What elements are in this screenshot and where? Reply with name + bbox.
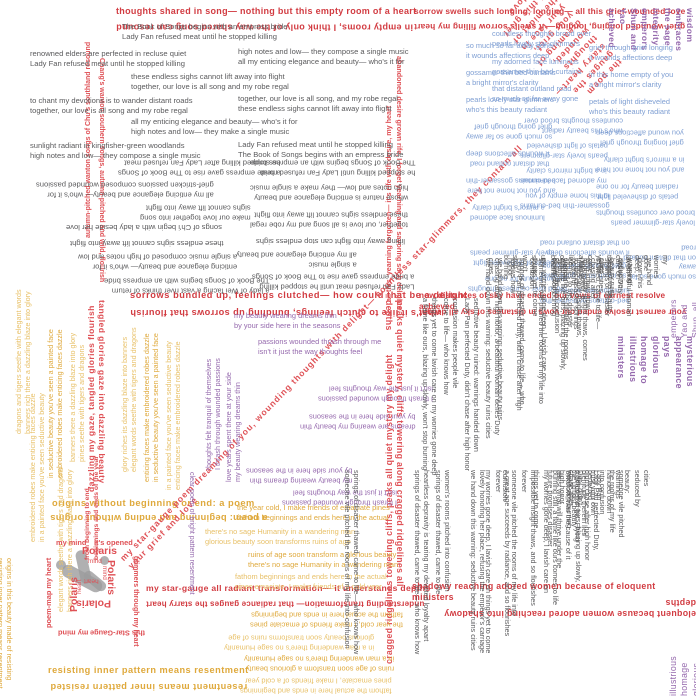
text-block: mysterious appearance pays glorious homa… — [616, 336, 695, 389]
text-block: mind — [88, 558, 102, 565]
text-block: seductive beauty ruined: warnings handed… — [462, 298, 481, 472]
axis-resentment: resisting inner pattern means resentment — [48, 665, 249, 675]
glyph-stroke — [56, 560, 66, 570]
text-block: petals of disheveled light radiant beaut… — [596, 182, 679, 202]
text-block: the year cold, I make friends of emaciat… — [250, 610, 403, 630]
axis-bottom-right: shadowy reaching adored women because of… — [412, 581, 656, 603]
text-block: so much so far away gone it wounds affec… — [466, 41, 553, 60]
text-block: my adorned face luminous gossamer-thin b… — [492, 57, 582, 76]
text-block: glory riches its dazzling blaze into ban… — [120, 327, 139, 472]
star-gauge-label: this Star-Gauge — [90, 628, 146, 638]
text-block: together, our love is all song and my ro… — [250, 210, 408, 230]
text-block: together, our love is all song, and my r… — [238, 94, 398, 113]
text-block: autumn-pitched wanton songs of Chu's sou… — [85, 41, 92, 238]
text-block: peaks quiet mystery, cliffs towering alo… — [383, 300, 405, 587]
text-block: these endless sighs cannot lift away int… — [131, 72, 289, 91]
polaris-opened-label: it's opened — [94, 538, 133, 547]
axis-top-left: thoughts shared in song— nothing but thi… — [116, 6, 417, 16]
text-block: confusion makes people vile come to life… — [441, 298, 460, 395]
text-block: Chang's wanton southern songs, autumn-pi… — [98, 58, 105, 283]
text-block: renowned elders are perfected in recluse… — [30, 49, 187, 68]
text-block: whose nature is enticing elegance and be… — [250, 183, 409, 203]
axis-bottom-mid-reverse: understanding transformation— that radia… — [146, 599, 425, 609]
text-block: women's rooms pitched into confusion spr… — [433, 470, 452, 595]
polaris-mind-label: my mind — [58, 628, 89, 638]
text-block: embroidered robes make enticing faces da… — [28, 393, 47, 542]
text-block: things yet to come lavish care on my wor… — [420, 298, 439, 476]
text-block: heartless depravity is tearing my devote… — [412, 470, 431, 655]
text-block: and you not home not here in a mirror's … — [596, 155, 685, 175]
text-block: my beauty wearing dreams thin by your si… — [246, 466, 353, 486]
text-block: make our love together into song sighs c… — [140, 203, 251, 223]
text-block: and you not home not here bed-curtains g… — [466, 176, 556, 196]
text-block: pearls lovely star-glimmers who's this b… — [466, 95, 554, 114]
text-block: gossamer-thin bed-curtains a bright mirr… — [466, 68, 556, 87]
text-block: grief longing through grief you wound af… — [596, 128, 684, 148]
poem-map-label: poem-map my heart — [44, 557, 53, 628]
axis-bottom-left: origins without beginning or end: a poem — [52, 498, 255, 508]
glyph-stroke — [100, 556, 109, 565]
text-block: my worries gone deep, I lavish care on t… — [501, 255, 670, 279]
axis-mid-right: now distances of sky have ended our vows… — [419, 291, 666, 311]
text-block: my beauty wearing dreams thin by your si… — [234, 311, 341, 330]
text-block: Lady Fan refused meat until he stopped k… — [238, 140, 404, 159]
text-block: origins in this beauty made of resisting… — [0, 558, 14, 689]
text-block: banners there a dazzling blaze into glor… — [68, 332, 87, 462]
text-block: love years spent there at your side my b… — [224, 372, 243, 482]
text-block: I thrash through wounded passions isn't … — [318, 384, 434, 404]
text-block: heart — [84, 577, 99, 585]
text-block: emperors Yao and Shun, all sage Integrit… — [668, 299, 696, 338]
text-block: countless thoughts brood over pearls lov… — [492, 29, 592, 48]
text-block: cities seduced by beauty: warnings hande… — [557, 470, 651, 514]
axis-resentment-reverse: resentment means inner pattern resisted — [50, 681, 248, 692]
text-block: springs of disaster thawed, came to life… — [342, 470, 361, 655]
axis-top-right: sorrow swells such longing, longing— all… — [414, 6, 686, 16]
text-block: that distant outland road so much so far… — [492, 84, 579, 103]
text-block: that distant outland road it wounds affe… — [466, 149, 550, 169]
text-block: fathom the actual here in ends and begin… — [240, 676, 392, 696]
text-block: all my enticing elegance and beauty— who… — [36, 180, 214, 200]
text-block: ruins of age soon transform a glorious b… — [244, 654, 395, 674]
text-block: a single music all my enticing elegance … — [236, 250, 357, 270]
text-block: enticing elegance and beauty— who's it f… — [78, 252, 238, 272]
polaris-label: Polaris — [82, 545, 118, 557]
text-block: he stopped killing until Lady Fan refuse… — [250, 158, 416, 178]
axis-mid-left: sorrows bundled up, feelings clutched— h… — [130, 290, 468, 300]
text-block: sunlight radiant in kingfisher-green woo… — [30, 141, 201, 160]
axis-bottom-mid: my star-gauge all radiant transformation… — [146, 583, 431, 593]
text-block: dreams are wearing my beauty thin by you… — [300, 412, 416, 432]
text-block: in seductive beauty you've seen a painte… — [46, 329, 65, 478]
text-block: Lady Fan refused meat until he stopped k… — [252, 272, 415, 292]
text-block: mind — [101, 566, 108, 580]
text-block: lifting away into flight can stop endles… — [256, 236, 406, 246]
text-block: fathom beginnings and ends here in the a… — [235, 572, 387, 591]
text-block: petals of light disheveled who's this be… — [589, 97, 671, 116]
text-block: to chant my devotions is to wander dista… — [30, 96, 193, 115]
text-block: The Book of Songs begins with an empress… — [122, 22, 288, 41]
text-block: lovely star-glimmer pearls brood over co… — [596, 208, 696, 228]
text-block: so much gone so far away grief going thr… — [466, 122, 553, 142]
text-block: songs of Ch'i begin with a lady beside h… — [66, 222, 222, 232]
text-block: there's no sage Humanity in a wandering … — [205, 527, 356, 546]
text-block: a lady of Wei facing a vast river thinks… — [104, 276, 270, 296]
heart-character-glyph — [56, 546, 114, 608]
text-block: thoughts felt tranquil of themselves I t… — [204, 358, 223, 470]
polaris-label: Polaris — [76, 597, 112, 610]
text-block: ruins of age soon transform a glorious b… — [248, 550, 399, 569]
text-block: high notes and low— they compose a singl… — [238, 47, 409, 66]
polaris-mind-label: my mind — [56, 538, 87, 547]
text-block: all my enticing elegance and beauty— who… — [131, 117, 298, 136]
text-block: in this home empty of you a bright mirro… — [589, 70, 674, 89]
text-block: luminous face adorned a mirror's bright … — [470, 203, 545, 223]
text-block: these endless sighs cannot lift away int… — [70, 238, 224, 248]
text-block: passions wounded thrash through me isn't… — [258, 337, 382, 356]
text-block: illustrious homage glorious paid to myst… — [668, 656, 696, 696]
text-block: the year cold, I make friends of emaciat… — [237, 503, 390, 522]
text-block: grief through grief longing it wounds af… — [589, 43, 673, 62]
text-block: clear poem of bright pattern resentment — [188, 472, 195, 595]
text-block: in a painted face you've seen seductive … — [164, 341, 183, 490]
text-block: enticing faces make embroidered robes da… — [142, 333, 161, 482]
